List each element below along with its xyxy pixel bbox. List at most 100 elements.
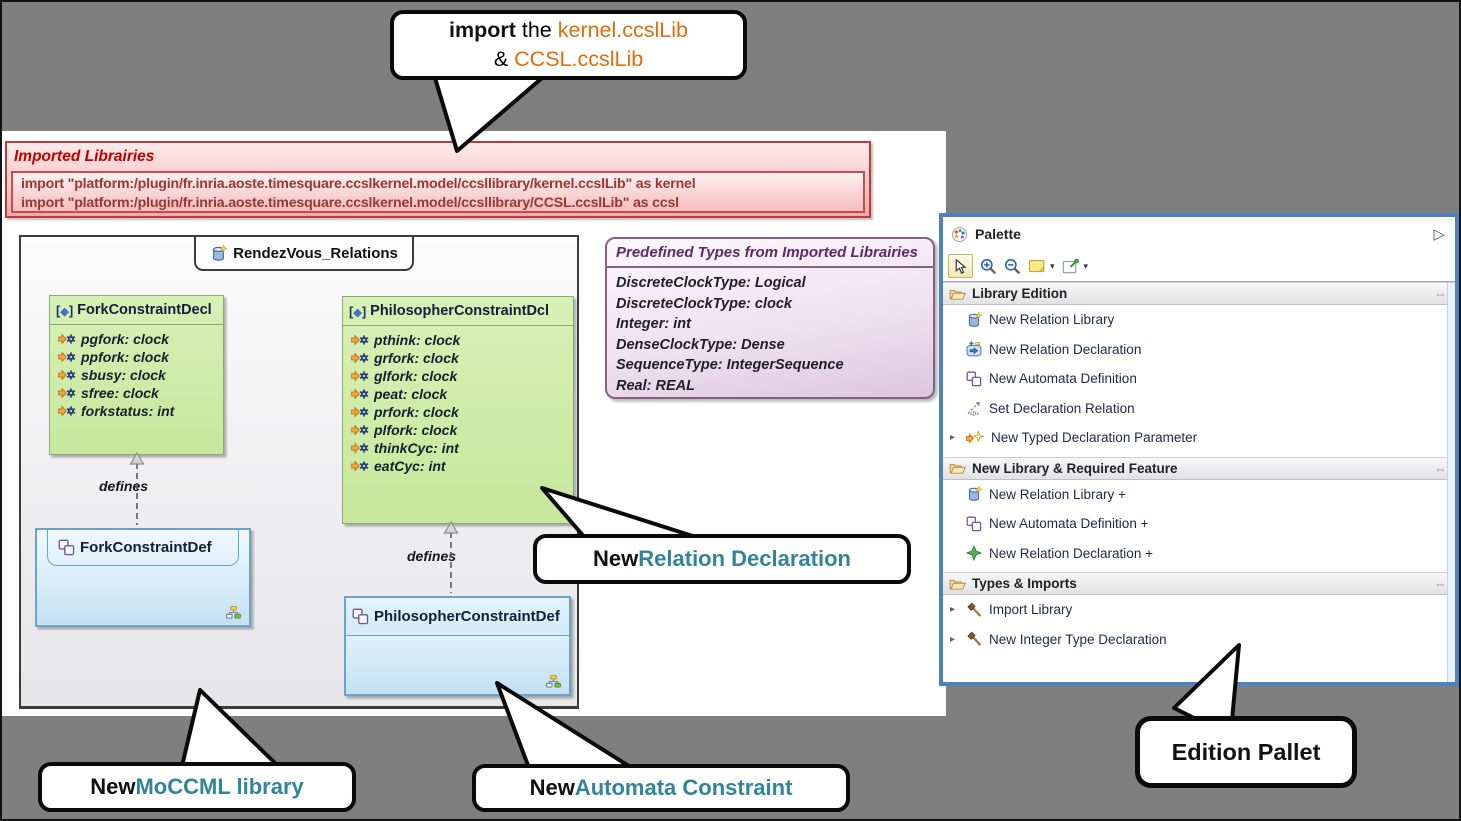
property-icon <box>58 387 76 399</box>
hammer-icon <box>966 602 982 618</box>
property-icon <box>58 369 76 381</box>
zoom-out-icon[interactable] <box>1004 258 1021 275</box>
palette-toolbar: ▾ ▾ <box>943 251 1455 282</box>
property-icon <box>351 406 369 418</box>
decl-box-fork[interactable]: [◆] ForkConstraintDecl pgfork: clock ppf… <box>49 295 224 455</box>
imported-libraries-body: import "platform:/plugin/fr.inria.aoste.… <box>11 171 865 213</box>
attribute-row[interactable]: ppfork: clock <box>50 348 223 366</box>
palette-section-types-imports[interactable]: Types & Imports ⇔ <box>943 572 1455 595</box>
palette-item-new-automata-definition-plus[interactable]: New Automata Definition + <box>943 509 1455 539</box>
attribute-row[interactable]: peat: clock <box>343 385 573 403</box>
expand-arrow-icon[interactable]: ▸ <box>950 633 956 645</box>
folder-open-icon <box>949 287 966 301</box>
attribute-row[interactable]: eatCyc: int <box>343 457 573 475</box>
palette-section-library-edition[interactable]: Library Edition ⇔ <box>943 282 1455 305</box>
property-icon <box>351 424 369 436</box>
palette-icon <box>951 226 968 243</box>
palette-item-new-integer-type-declaration[interactable]: ▸ New Integer Type Declaration <box>950 631 1167 647</box>
predefined-types-panel[interactable]: Predefined Types from Imported Librairie… <box>605 237 935 399</box>
attribute-row[interactable]: thinkCyc: int <box>343 439 573 457</box>
callout-new-automata-constraint: New Automata Constraint <box>472 764 850 812</box>
relation-library-icon <box>966 486 982 502</box>
predefined-type: Integer: int <box>616 316 691 332</box>
attribute-row[interactable]: grfork: clock <box>343 349 573 367</box>
palette-collapse-arrow-icon[interactable]: ▷ <box>1433 225 1445 243</box>
import-statement: import "platform:/plugin/fr.inria.aoste.… <box>21 176 696 192</box>
palette-item-new-relation-library[interactable]: New Relation Library <box>943 305 1455 335</box>
relation-library-icon <box>966 312 982 328</box>
relation-library-icon <box>210 245 227 262</box>
select-tool-button[interactable] <box>948 254 973 278</box>
diagram-tab-label: RendezVous_Relations <box>233 244 398 262</box>
pin-note-tool-icon[interactable] <box>1062 258 1080 274</box>
note-tool-icon[interactable] <box>1028 258 1046 274</box>
palette-item-set-declaration-relation[interactable]: Set Declaration Relation <box>943 394 1455 424</box>
predefined-types-title: Predefined Types from Imported Librairie… <box>607 239 933 268</box>
expand-arrow-icon[interactable]: ▸ <box>950 604 956 616</box>
automata-definition-icon <box>58 539 75 556</box>
callout-new-moccml-library: New MoCCML library <box>38 762 356 812</box>
callout-edition-pallet: Edition Pallet <box>1135 716 1357 788</box>
diagram-tab[interactable]: RendezVous_Relations <box>194 235 414 271</box>
callout-import-note: import the kernel.ccslLib & CCSL.ccslLib <box>390 10 747 80</box>
defines-edge-label: defines <box>407 548 457 564</box>
expand-arrow-icon[interactable]: ▸ <box>950 432 956 444</box>
decl-attributes: pthink: clock grfork: clock glfork: cloc… <box>343 326 573 475</box>
property-icon <box>351 370 369 382</box>
def-title: ForkConstraintDef <box>47 530 239 566</box>
palette-item-new-typed-declaration-parameter[interactable]: ▸ New Typed Declaration Parameter <box>950 430 1198 446</box>
predefined-type: DenseClockType: Dense <box>616 336 785 353</box>
attribute-row[interactable]: prfork: clock <box>343 403 573 421</box>
typed-declaration-parameter-icon <box>966 431 984 445</box>
attribute-row[interactable]: sfree: clock <box>50 384 223 402</box>
def-box-fork[interactable]: ForkConstraintDef <box>35 528 251 627</box>
attribute-row[interactable]: pgfork: clock <box>50 330 223 348</box>
attribute-row[interactable]: plfork: clock <box>343 421 573 439</box>
palette-section-new-library-required-feature[interactable]: New Library & Required Feature ⇔ <box>943 456 1455 480</box>
green-diamond-icon <box>966 545 982 561</box>
cursor-icon <box>954 259 967 274</box>
note-dropdown-caret-icon[interactable]: ▾ <box>1050 260 1055 271</box>
predefined-type: Real: REAL <box>616 377 695 394</box>
property-icon <box>351 388 369 400</box>
predefined-type: DiscreteClockType: Logical <box>616 275 806 291</box>
predefined-types-body: DiscreteClockType: Logical DiscreteClock… <box>607 268 933 396</box>
callout-new-relation-declaration: New Relation Declaration <box>533 534 911 584</box>
palette-item-new-relation-declaration[interactable]: New Relation Declaration <box>943 335 1455 365</box>
palette-panel: Palette ▷ ▾ ▾ Library Edition ⇔ New Rela… <box>939 213 1459 686</box>
relation-declaration-icon <box>966 341 982 357</box>
attribute-row[interactable]: sbusy: clock <box>50 366 223 384</box>
property-icon <box>351 460 369 472</box>
pin-section-icon[interactable]: ⇔ <box>1434 576 1447 591</box>
zoom-in-icon[interactable] <box>980 258 997 275</box>
pin-note-dropdown-caret-icon[interactable]: ▾ <box>1083 260 1089 271</box>
pin-section-icon[interactable]: ⇔ <box>1434 460 1447 476</box>
hammer-icon <box>966 631 982 647</box>
property-icon <box>58 351 76 363</box>
predefined-type: DiscreteClockType: clock <box>616 295 792 312</box>
palette-scrollbar[interactable] <box>1447 283 1455 682</box>
defines-edge-label: defines <box>99 478 149 494</box>
diagram-canvas[interactable]: RendezVous_Relations [◆] ForkConstraintD… <box>19 235 579 709</box>
imported-libraries-panel[interactable]: Imported Librairies import "platform:/pl… <box>5 141 871 218</box>
import-statement: import "platform:/plugin/fr.inria.aoste.… <box>21 195 679 211</box>
decl-box-philosopher[interactable]: [◆] PhilosopherConstraintDcl pthink: clo… <box>342 296 574 524</box>
def-box-philosopher[interactable]: PhilosopherConstraintDef <box>344 596 571 696</box>
predefined-type: SequenceType: IntegerSequence <box>616 357 844 373</box>
palette-item-new-relation-library-plus[interactable]: New Relation Library + <box>943 480 1455 510</box>
attribute-row[interactable]: glfork: clock <box>343 367 573 385</box>
palette-header: Palette ▷ <box>943 217 1455 251</box>
imported-libraries-title: Imported Librairies <box>14 147 155 165</box>
property-icon <box>58 405 76 417</box>
palette-item-import-library[interactable]: ▸ Import Library <box>950 602 1073 618</box>
palette-item-new-relation-declaration-plus[interactable]: New Relation Declaration + <box>943 539 1455 569</box>
decl-title: [◆] ForkConstraintDecl <box>50 296 223 325</box>
palette-item-new-automata-definition[interactable]: New Automata Definition <box>943 364 1455 394</box>
attribute-row[interactable]: pthink: clock <box>343 331 573 349</box>
property-icon <box>58 333 76 345</box>
def-title: PhilosopherConstraintDef <box>346 598 569 636</box>
org-chart-icon <box>546 675 561 688</box>
attribute-row[interactable]: forkstatus: int <box>50 402 223 420</box>
pin-section-icon[interactable]: ⇔ <box>1434 286 1447 301</box>
